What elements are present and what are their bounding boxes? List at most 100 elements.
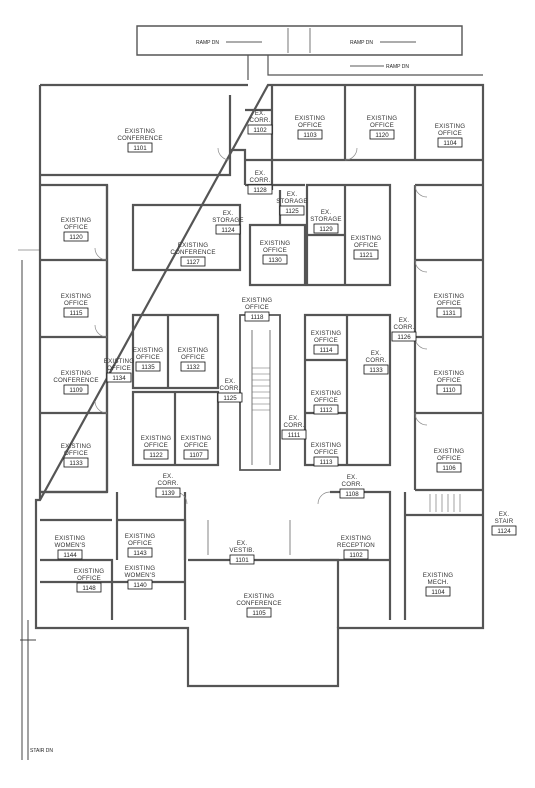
room-number: 1143 — [133, 550, 147, 557]
room-number: 1130 — [268, 257, 282, 264]
ramp-label: RAMP DN — [350, 40, 373, 46]
room-number-box — [63, 307, 89, 318]
room-name-line: EX. — [347, 474, 358, 481]
room-name-line: OFFICE — [64, 300, 88, 307]
room-name-line: OFFICE — [298, 122, 322, 129]
door-swings — [94, 147, 428, 505]
room-number-box — [63, 457, 89, 468]
room-number: 1106 — [442, 465, 456, 472]
room-name-line: EXISTING — [341, 535, 371, 542]
room-number-box — [313, 344, 339, 355]
room-label-corr-139: EX.CORR.1139 — [155, 473, 181, 498]
room-name-line: EXISTING — [61, 443, 91, 450]
room-number: 1128 — [253, 187, 267, 194]
room-number-box — [63, 384, 89, 395]
room-name-line: STORAGE — [276, 198, 308, 205]
room-number: 1125 — [223, 395, 237, 402]
room-name-line: EX. — [399, 317, 410, 324]
room-name-line: OFFICE — [370, 122, 394, 129]
room-name-line: EXISTING — [104, 358, 134, 365]
room-name-line: CONFERENCE — [170, 249, 215, 256]
room-number-box — [313, 404, 339, 415]
room-name-line: VESTIB. — [229, 547, 254, 554]
room-name-line: EXISTING — [178, 242, 208, 249]
room-label-corr-126: EX.CORR.1126 — [391, 317, 417, 342]
room-number: 1120 — [375, 132, 389, 139]
room-name-line: EXISTING — [125, 533, 155, 540]
room-name-line: EXISTING — [351, 235, 381, 242]
room-number-box — [246, 607, 272, 618]
room-number-box — [297, 129, 323, 140]
room-name-line: WOMEN'S — [54, 542, 85, 549]
room-number: 1132 — [186, 364, 200, 371]
room-name-line: EXISTING — [244, 593, 274, 600]
site-lines — [18, 249, 40, 760]
room-number-box — [217, 392, 243, 403]
walls — [34, 25, 485, 688]
room-name-line: CORR. — [284, 422, 305, 429]
room-label-vestib-101: EX.VESTIB.1101 — [229, 540, 254, 565]
room-name-line: EXISTING — [133, 347, 163, 354]
room-name-line: STORAGE — [212, 217, 244, 224]
room-number-box — [76, 582, 102, 593]
room-name-line: EXISTING — [125, 565, 155, 572]
room-label-corr-125b: EX.CORR.1125 — [217, 378, 243, 403]
room-number-box — [215, 224, 241, 235]
room-number: 1115 — [70, 310, 83, 317]
room-number-box — [247, 184, 273, 195]
room-number-box — [180, 361, 206, 372]
room-number-box — [369, 129, 395, 140]
room-name-line: CORR. — [342, 481, 363, 488]
room-name-line: EXISTING — [260, 240, 290, 247]
room-number-box — [244, 311, 270, 322]
room-name-line: OFFICE — [354, 242, 378, 249]
room-name-line: CORR. — [394, 324, 415, 331]
room-number-box — [63, 231, 89, 242]
room-number: 1112 — [320, 407, 333, 414]
room-name-line: EXISTING — [434, 293, 464, 300]
room-name-line: CONFERENCE — [53, 377, 98, 384]
room-number: 1109 — [69, 387, 83, 394]
room-name-line: MECH. — [428, 579, 449, 586]
room-name-line: EXISTING — [434, 448, 464, 455]
room-number: 1103 — [303, 132, 317, 139]
ramp-label: RAMP DN — [386, 64, 409, 70]
room-number: 1102 — [349, 552, 363, 559]
room-number-box — [363, 364, 389, 375]
room-number: 1135 — [141, 364, 155, 371]
room-label-corr-108: EX.CORR.1108 — [339, 474, 365, 499]
room-name-line: EXISTING — [61, 217, 91, 224]
room-name-line: CONFERENCE — [117, 135, 162, 142]
room-number: 1101 — [235, 557, 249, 564]
room-number-box — [425, 586, 451, 597]
room-number-box — [57, 549, 83, 560]
ramp-label: RAMP DN — [196, 40, 219, 46]
room-number: 1127 — [186, 259, 200, 266]
room-name-line: EXISTING — [311, 390, 341, 397]
room-number: 1129 — [319, 226, 333, 233]
room-name-line: OFFICE — [314, 337, 338, 344]
room-name-line: EXISTING — [295, 115, 325, 122]
room-name-line: RECEPTION — [337, 542, 375, 549]
room-number-box — [339, 488, 365, 499]
room-number: 1113 — [320, 459, 333, 466]
room-name-line: EXISTING — [435, 123, 465, 130]
room-name-line: OFFICE — [314, 449, 338, 456]
